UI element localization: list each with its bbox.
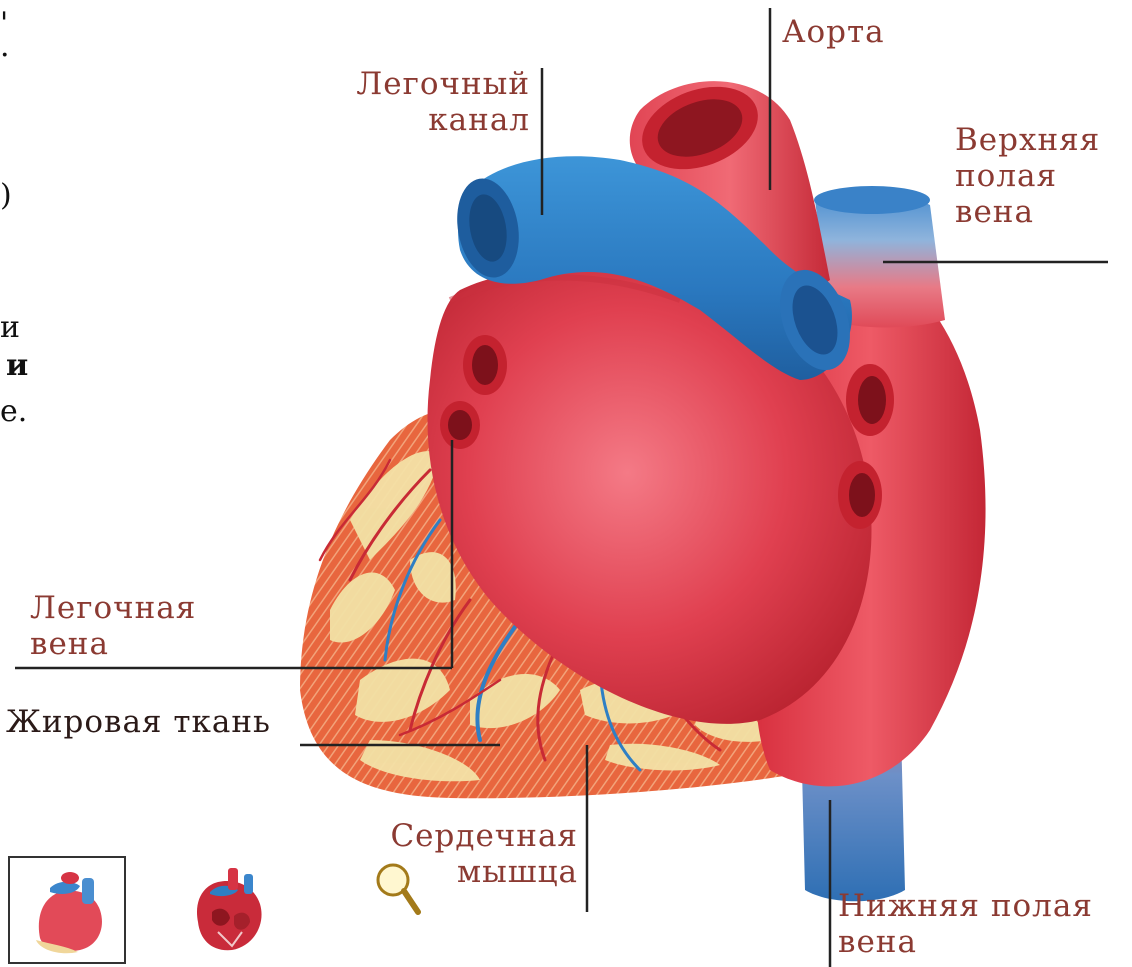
pulmonary-canal-label: Легочный канал bbox=[322, 66, 530, 138]
ivc-label-line1: Нижняя полая bbox=[838, 888, 1093, 924]
heart-muscle-label: Сердечная мышца bbox=[356, 818, 578, 890]
fat-tissue-label: Жировая ткань bbox=[6, 704, 271, 740]
svc-label-line2: полая bbox=[955, 158, 1100, 194]
pulmonary-canal-label-line1: Легочный bbox=[322, 66, 530, 102]
svc-label-line1: Верхняя bbox=[955, 122, 1100, 158]
heart-exterior-thumbnail-image bbox=[10, 858, 124, 962]
pulmonary-vein-label-line1: Легочная bbox=[30, 590, 196, 626]
heart-interior-thumbnail[interactable] bbox=[188, 862, 268, 958]
heart-exterior-thumbnail[interactable] bbox=[8, 856, 126, 964]
pulmonary-vein-label: Легочная вена bbox=[30, 590, 196, 662]
ivc-label-line2: вена bbox=[838, 924, 1093, 960]
pulmonary-canal-label-line2: канал bbox=[322, 102, 530, 138]
heart-interior-thumbnail-image bbox=[188, 862, 268, 958]
heart-muscle-label-line2: мышца bbox=[356, 854, 578, 890]
heart-muscle-label-line1: Сердечная bbox=[356, 818, 578, 854]
pulmonary-vein-label-line2: вена bbox=[30, 626, 196, 662]
aorta-label: Аорта bbox=[782, 14, 885, 50]
svc-label-line3: вена bbox=[955, 194, 1100, 230]
inferior-vena-cava-label: Нижняя полая вена bbox=[838, 888, 1093, 960]
superior-vena-cava-label: Верхняя полая вена bbox=[955, 122, 1100, 230]
